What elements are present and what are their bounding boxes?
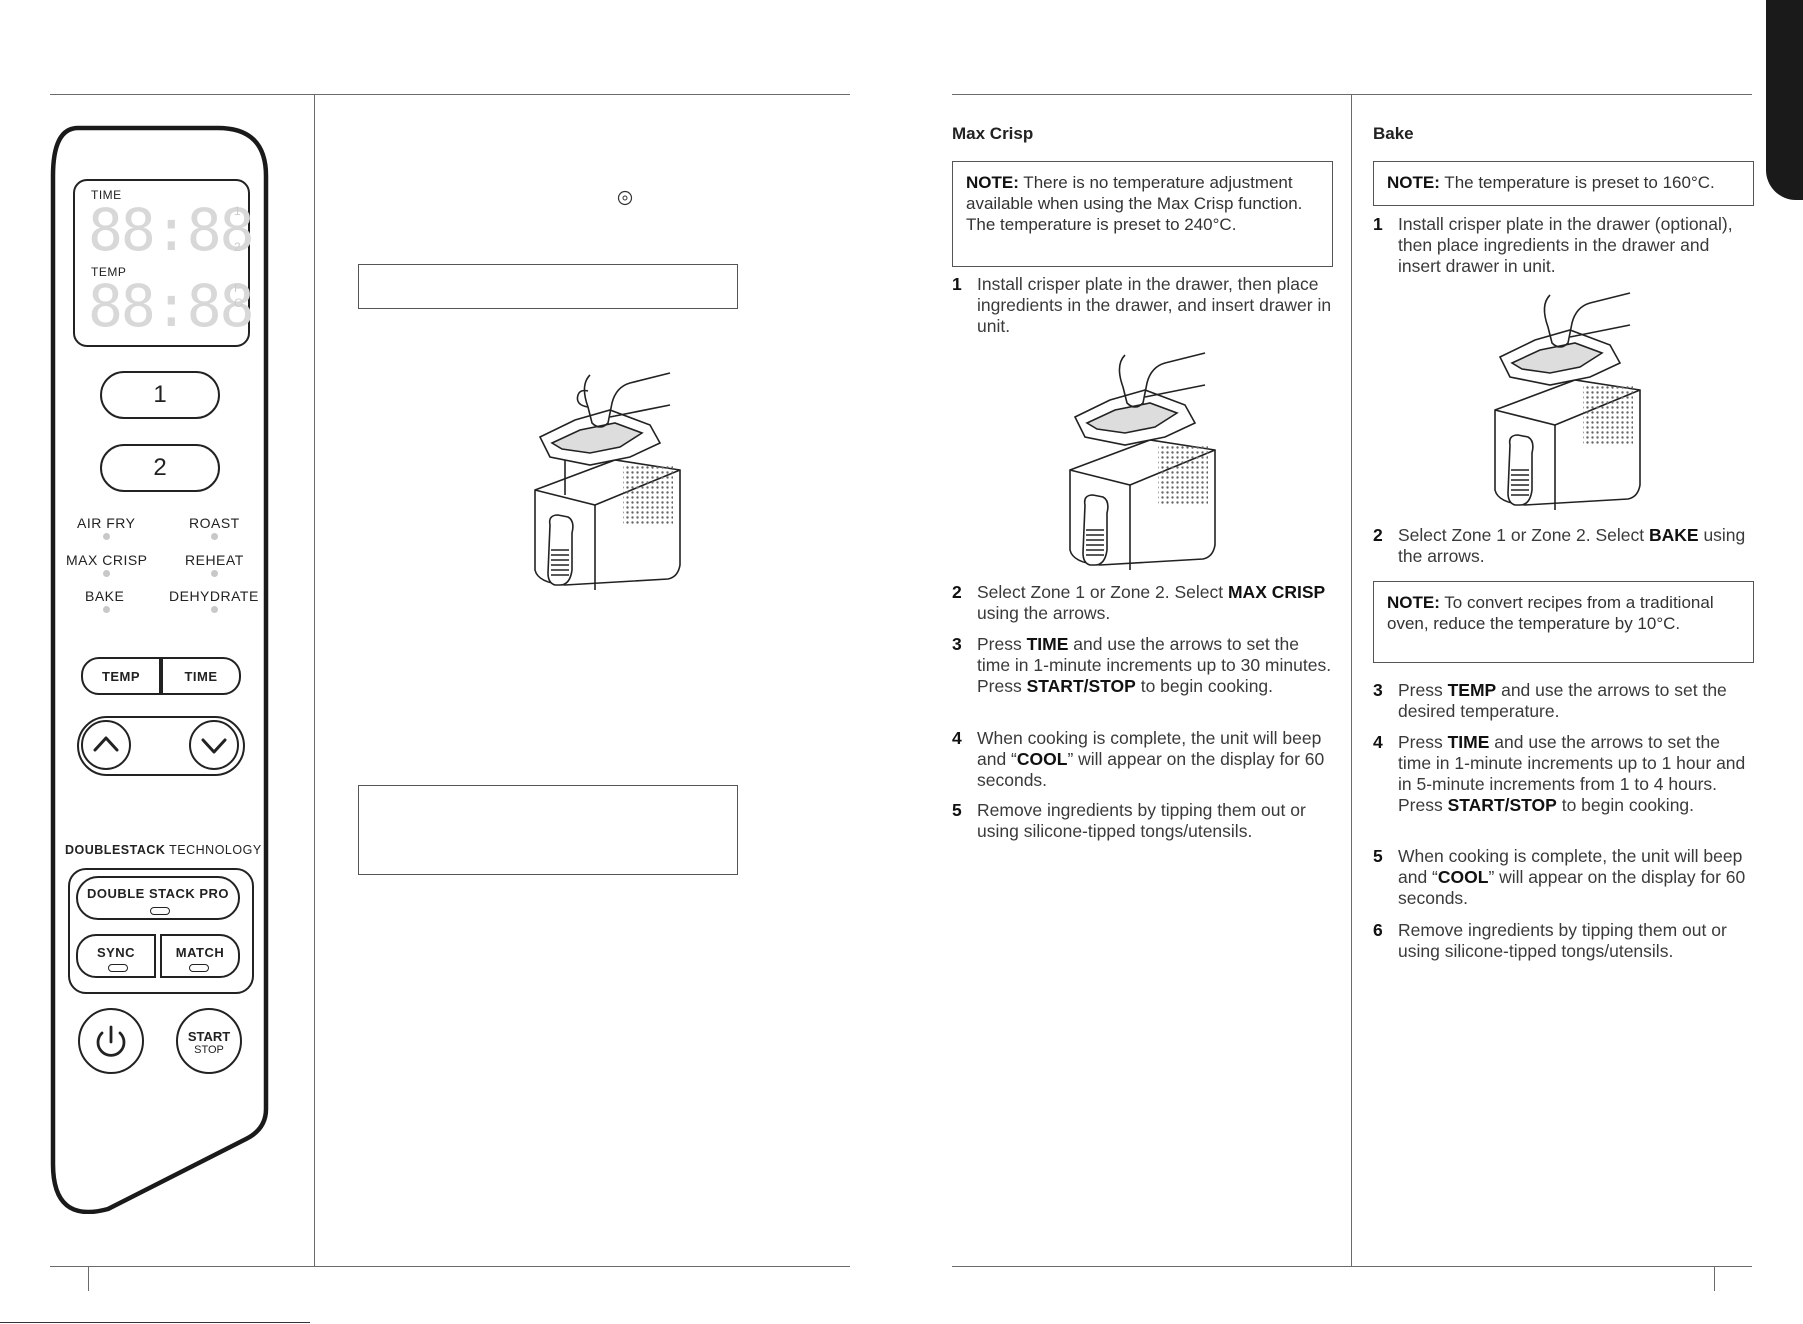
arrow-up-button[interactable] [81, 720, 131, 770]
section-tab [1766, 0, 1803, 200]
step-number: 4 [1373, 732, 1383, 752]
bake-note-preset: NOTE: The temperature is preset to 160°C… [1373, 161, 1754, 206]
max-crisp-note-label: NOTE: [966, 173, 1019, 192]
bake-note-preset-label: NOTE: [1387, 173, 1440, 192]
bake-heading: Bake [1373, 124, 1414, 143]
crisper-basket-illustration-bake [1494, 292, 1641, 510]
top-rule-left [50, 94, 850, 95]
power-button[interactable] [78, 1008, 144, 1074]
step-text: When cooking is complete, the unit will … [1398, 846, 1746, 908]
crisper-basket-illustration-max-crisp [1069, 352, 1216, 570]
bake-indicator [103, 606, 110, 613]
footer-tick-left [88, 1266, 89, 1291]
sync-label: SYNC [96, 945, 136, 960]
temp-digits: 88:88 [88, 272, 255, 340]
time-button[interactable]: TIME [161, 657, 241, 695]
step-text: Remove ingredients by tipping them out o… [977, 800, 1306, 841]
time-digits: 88:88 [88, 196, 255, 264]
step-number: 3 [952, 634, 962, 654]
match-button[interactable]: MATCH [160, 934, 240, 978]
step-text: Press TIME and use the arrows to set the… [1398, 732, 1746, 815]
step-text: Press TEMP and use the arrows to set the… [1398, 680, 1727, 721]
function-max-crisp[interactable]: MAX CRISP [66, 552, 148, 568]
step-text: Remove ingredients by tipping them out o… [1398, 920, 1727, 961]
blank-note-box-top [358, 264, 738, 309]
chevron-down-icon [201, 738, 227, 754]
arrow-pad [77, 716, 245, 776]
stop-label: STOP [194, 1044, 224, 1056]
air-fry-indicator [103, 533, 110, 540]
doublestack-group [68, 868, 254, 994]
bottom-rule-left [50, 1266, 850, 1267]
step-number: 4 [952, 728, 962, 748]
step-number: 3 [1373, 680, 1383, 700]
zone-2-button[interactable]: 2 [100, 444, 220, 492]
function-bake[interactable]: BAKE [85, 588, 125, 604]
max-crisp-note-text: There is no temperature adjustment avail… [966, 173, 1303, 234]
step-text: Select Zone 1 or Zone 2. Select MAX CRIS… [977, 582, 1326, 623]
chevron-up-icon [93, 736, 119, 752]
step-text: Press TIME and use the arrows to set the… [977, 634, 1332, 696]
start-stop-button[interactable]: START STOP [176, 1008, 242, 1074]
blank-note-box-bottom [358, 785, 738, 875]
step-number: 1 [1373, 214, 1383, 234]
zone-1-button[interactable]: 1 [100, 371, 220, 419]
match-led [189, 964, 209, 972]
function-dehydrate[interactable]: DEHYDRATE [169, 588, 259, 604]
roast-indicator [211, 533, 218, 540]
column-divider-right [1351, 94, 1352, 1266]
step-number: 5 [952, 800, 962, 820]
footer-mark [0, 1322, 310, 1323]
temp-button[interactable]: TEMP [81, 657, 161, 695]
match-label: MATCH [175, 945, 225, 960]
bake-note-convert: NOTE: To convert recipes from a traditio… [1373, 581, 1754, 663]
step-number: 2 [1373, 525, 1383, 545]
step-number: 5 [1373, 846, 1383, 866]
max-crisp-note: NOTE: There is no temperature adjustment… [952, 161, 1333, 267]
doublestack-suffix: TECHNOLOGY [169, 843, 262, 857]
max-crisp-heading: Max Crisp [952, 124, 1034, 143]
step-text: When cooking is complete, the unit will … [977, 728, 1325, 790]
power-icon [96, 1025, 126, 1057]
start-label: START [187, 1029, 231, 1044]
doublestack-brand: DOUBLESTACK [65, 843, 166, 857]
doublestack-technology-label: DOUBLESTACK TECHNOLOGY [65, 843, 262, 857]
zone-icon [617, 190, 633, 206]
double-stack-pro-button[interactable]: DOUBLE STACK PRO [76, 876, 240, 920]
display-zone2-mark: 2 [234, 240, 242, 254]
top-rule-right [952, 94, 1752, 95]
max-crisp-indicator [103, 570, 110, 577]
step-text: Install crisper plate in the drawer, the… [977, 274, 1332, 336]
step-number: 1 [952, 274, 962, 294]
display-time-label: TIME [91, 188, 122, 202]
reheat-indicator [211, 570, 218, 577]
column-divider-left [314, 94, 315, 1266]
bake-note-convert-label: NOTE: [1387, 593, 1440, 612]
function-air-fry[interactable]: AIR FRY [77, 515, 136, 531]
step-text: Select Zone 1 or Zone 2. Select BAKE usi… [1398, 525, 1746, 566]
display-unit-c: C [234, 296, 244, 310]
step-number: 2 [952, 582, 962, 602]
sync-button[interactable]: SYNC [76, 934, 156, 978]
crisper-basket-illustration [534, 372, 681, 590]
display-zone1-mark: 1 [234, 204, 242, 218]
sync-led [108, 964, 128, 972]
function-reheat[interactable]: REHEAT [185, 552, 244, 568]
step-text: Install crisper plate in the drawer (opt… [1398, 214, 1733, 276]
bottom-rule-right [952, 1266, 1752, 1267]
bake-note-convert-text: To convert recipes from a traditional ov… [1387, 593, 1714, 633]
display-panel [73, 179, 250, 347]
display-unit-f: F [234, 281, 242, 295]
double-stack-pro-led [150, 907, 170, 915]
function-roast[interactable]: ROAST [189, 515, 240, 531]
footer-tick-right [1714, 1266, 1715, 1291]
bake-note-preset-text: The temperature is preset to 160°C. [1439, 173, 1715, 192]
display-temp-label: TEMP [91, 265, 127, 279]
step-number: 6 [1373, 920, 1383, 940]
dehydrate-indicator [211, 606, 218, 613]
double-stack-pro-label: DOUBLE STACK PRO [86, 886, 230, 901]
control-panel-outline [50, 125, 269, 1214]
arrow-down-button[interactable] [189, 720, 239, 770]
